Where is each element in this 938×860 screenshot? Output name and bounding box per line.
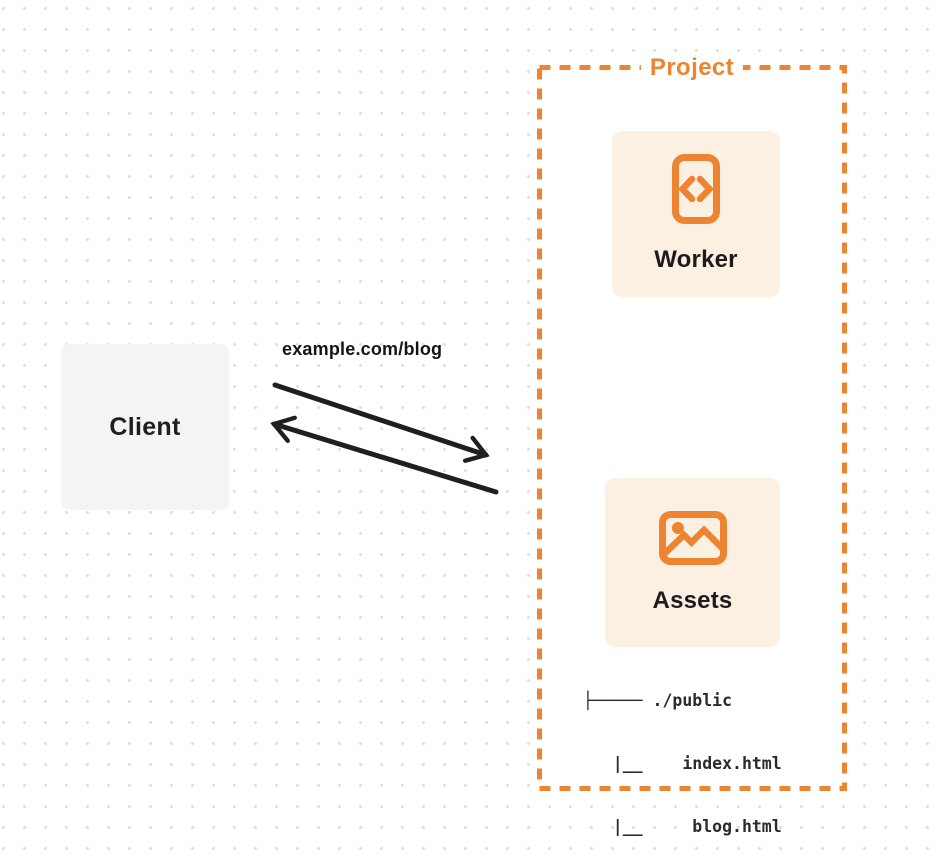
response-arrow	[270, 415, 499, 495]
worker-card: Worker	[612, 131, 780, 297]
project-boundary: Project Worker Assets	[537, 54, 847, 836]
project-title: Project	[640, 54, 744, 82]
worker-label: Worker	[654, 246, 738, 273]
project-dashed-border	[537, 65, 847, 791]
file-tree-line-blog: |__ blog.html	[583, 817, 782, 836]
assets-label: Assets	[652, 586, 733, 614]
request-arrow	[272, 382, 490, 463]
client-label: Client	[109, 412, 181, 441]
request-url-label: example.com/blog	[282, 339, 443, 359]
file-tree-line-public: ├───── ./public	[583, 691, 733, 710]
code-document-icon	[672, 154, 720, 224]
assets-file-tree: ├───── ./public |__ index.html |__ blog.…	[583, 648, 782, 860]
assets-card: Assets	[605, 478, 780, 647]
client-node: Client	[61, 344, 229, 510]
image-icon	[658, 510, 727, 565]
file-tree-line-index: |__ index.html	[583, 754, 782, 773]
